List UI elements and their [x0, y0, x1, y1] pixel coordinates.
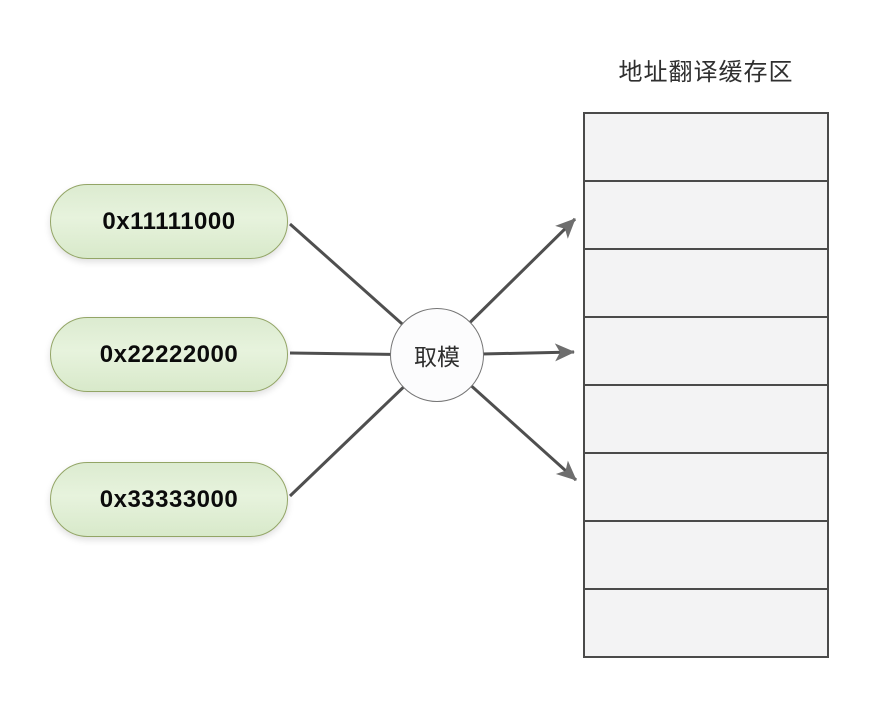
cache-row: [585, 454, 827, 522]
modulo-node: 取模: [390, 308, 484, 402]
cache-row: [585, 114, 827, 182]
modulo-label: 取模: [414, 344, 460, 370]
cache-row: [585, 522, 827, 590]
cache-row: [585, 250, 827, 318]
cache-row: [585, 318, 827, 386]
cache-title: 地址翻译缓存区: [618, 59, 794, 86]
cache-row: [585, 182, 827, 250]
address-node-1: 0x11111000: [50, 184, 288, 259]
cache-row: [585, 386, 827, 454]
address-node-3: 0x33333000: [50, 462, 288, 537]
address-label-2: 0x22222000: [99, 340, 239, 368]
cache-table: [583, 112, 829, 658]
address-label-3: 0x33333000: [99, 485, 239, 513]
address-label-1: 0x11111000: [102, 207, 236, 235]
address-node-2: 0x22222000: [50, 317, 288, 392]
cache-row: [585, 590, 827, 656]
